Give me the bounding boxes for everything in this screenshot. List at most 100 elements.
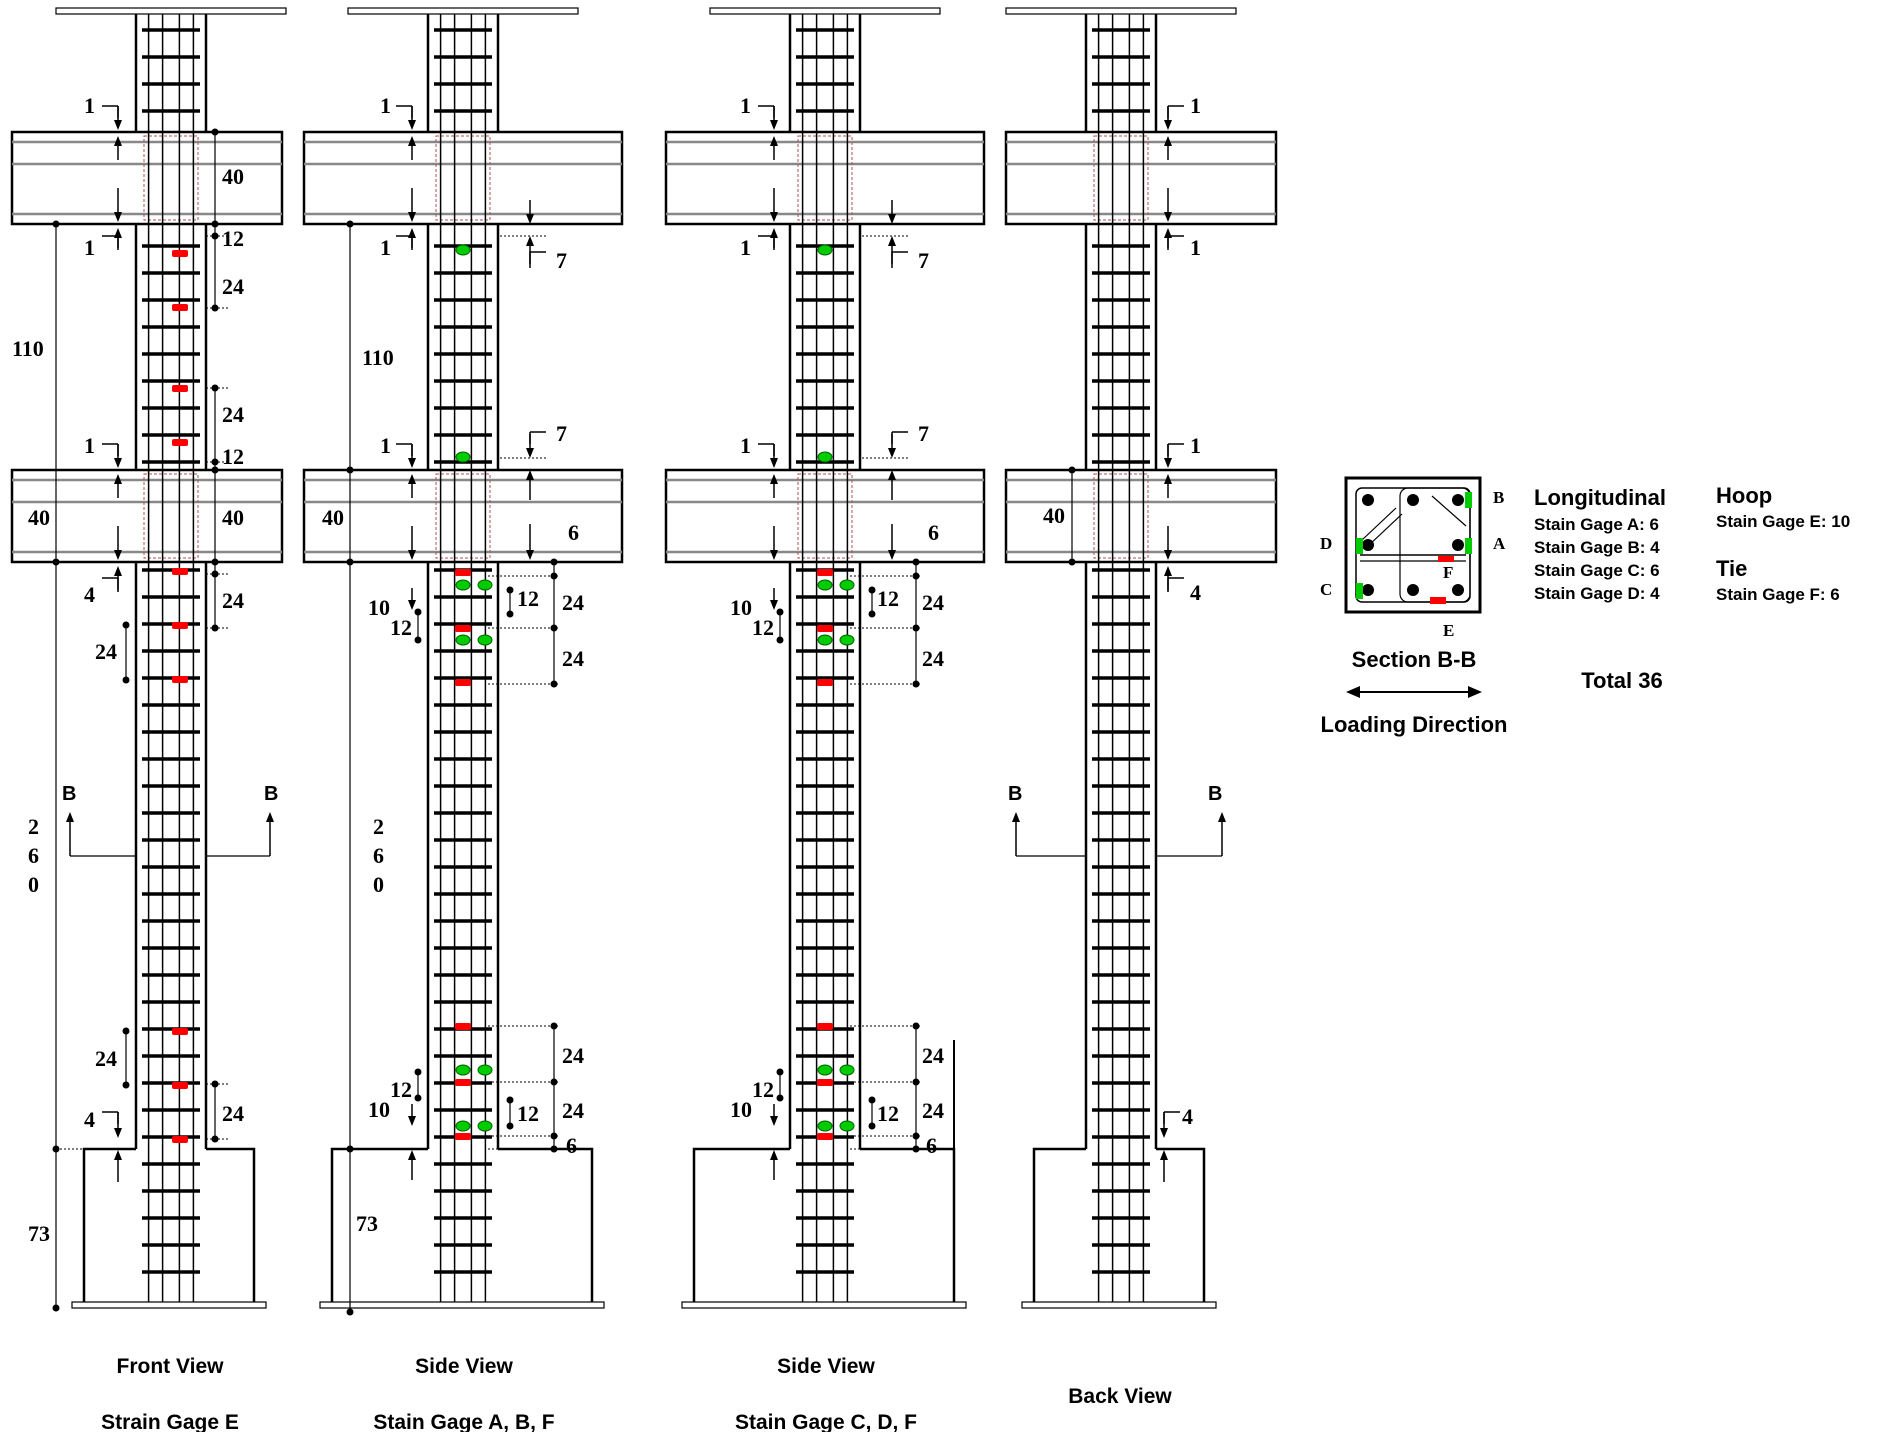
strain-gage-green <box>477 1064 493 1076</box>
side-cover-arrow-up-head <box>408 1150 416 1160</box>
section-label-E: E <box>1443 621 1454 640</box>
side-cover-arrow-head <box>408 458 416 468</box>
side1-dim12-label: 12 <box>390 615 412 640</box>
front-beam-depth-label: 40 <box>222 164 244 189</box>
joint-detail <box>1093 135 1149 221</box>
side2-dim6-label: 6 <box>928 520 939 545</box>
side2-dim10-label: 10 <box>730 595 752 620</box>
side1-spacing24-c-label: 24 <box>562 1043 584 1068</box>
front-gap12-b-label: 12 <box>222 444 244 469</box>
section-arrow-right-head <box>266 812 274 822</box>
top-plate <box>1005 7 1237 15</box>
dim-node <box>52 1304 60 1312</box>
legend-hoop-item: Stain Gage E: 10 <box>1716 512 1850 531</box>
front-cover-arrow-up-head <box>114 566 122 576</box>
side-view-1-title: Side View <box>415 1355 513 1378</box>
side-dim10-arrow-head <box>770 600 778 610</box>
side-dim7-arrow-up-head <box>888 470 896 480</box>
joint-detail <box>143 135 199 221</box>
section-tie-hook <box>1367 513 1403 547</box>
front-cover-arrow-head <box>114 1128 122 1138</box>
dim-node <box>506 1096 514 1104</box>
footing-outline <box>692 1147 956 1302</box>
side-cover-arrow-head <box>408 212 416 222</box>
beam-outline <box>664 130 986 226</box>
strain-gage-green <box>839 634 855 646</box>
side2-dim6-b-label: 6 <box>926 1133 937 1158</box>
dim-node <box>506 586 514 594</box>
strain-gage-green <box>817 451 833 463</box>
beam-outline <box>1004 130 1278 226</box>
strain-gage-red <box>455 679 471 686</box>
side-dim7-arrow-up-head <box>526 470 534 480</box>
side-dim7-arrow-up-head <box>888 236 896 246</box>
front-bottom-cover-label: 1 <box>84 235 95 260</box>
dim-node <box>776 636 784 644</box>
back-cover-arrow-up-head <box>1160 1150 1168 1160</box>
beam-outline <box>10 130 284 226</box>
joint-detail <box>143 473 199 559</box>
side1-spacing24-d-label: 24 <box>562 1098 584 1123</box>
dimension-labels: 1 1 40 12 24 110 24 12 1 40 40 4 24 24 2… <box>12 93 1850 1432</box>
front-view-subtitle: Strain Gage E <box>101 1411 239 1432</box>
dim-node <box>776 1094 784 1102</box>
dim-node <box>868 586 876 594</box>
footing-outline <box>1032 1147 1206 1302</box>
back-cover-arrow-head <box>1160 1128 1168 1138</box>
front-gap12-label: 12 <box>222 226 244 251</box>
section-gage-A <box>1465 538 1472 554</box>
back-cover-arrow-up-head <box>1164 136 1172 146</box>
side2-dim7-label: 7 <box>918 248 929 273</box>
legend-tie-title: Tie <box>1716 556 1747 581</box>
section-label-B: B <box>1493 488 1504 507</box>
side1-beam-depth-label: 40 <box>322 505 344 530</box>
side1-dim12-d-label: 12 <box>517 1101 539 1126</box>
front-base-height-label: 73 <box>28 1221 50 1246</box>
strain-gage-green <box>817 579 833 591</box>
side-dim10-arrow-head <box>408 1116 416 1126</box>
strain-gage-green <box>455 579 471 591</box>
section-gage-D <box>1356 538 1363 554</box>
legend-longitudinal-item: Stain Gage C: 6 <box>1534 561 1660 580</box>
strain-gage-red <box>455 1023 471 1030</box>
legend-longitudinal-item: Stain Gage D: 4 <box>1534 584 1660 603</box>
base-plate <box>1021 1301 1217 1309</box>
strain-gage-red <box>172 622 188 629</box>
front-cover-arrow-head <box>114 120 122 130</box>
strain-gage-green <box>455 1064 471 1076</box>
front-clear-height-label: 110 <box>12 336 44 361</box>
back-cover-arrow-head <box>1164 458 1172 468</box>
side2-dim12-d-label: 12 <box>877 1101 899 1126</box>
top-plate <box>347 7 579 15</box>
footing-outline <box>82 1147 256 1302</box>
front-cover-arrow-up-head <box>114 1150 122 1160</box>
strain-gage-green <box>477 579 493 591</box>
joint-detail <box>797 135 853 221</box>
side1-dim12-b-label: 12 <box>517 586 539 611</box>
section-longitudinal-bar <box>1407 494 1419 506</box>
section-longitudinal-bar <box>1407 584 1419 596</box>
base-plate <box>71 1301 267 1309</box>
strain-gage-red <box>172 1028 188 1035</box>
strain-gage-green <box>839 1120 855 1132</box>
side2-spacing24-a-label: 24 <box>922 590 944 615</box>
side-dim7-arrow-head <box>888 448 896 458</box>
strain-gage-green <box>455 451 471 463</box>
side2-spacing24-b-label: 24 <box>922 646 944 671</box>
beam-outline <box>302 130 624 226</box>
loading-arrow-head-right <box>1468 686 1482 698</box>
section-label-C: C <box>1320 580 1332 599</box>
front-spacing24-a-label: 24 <box>222 274 244 299</box>
strain-gage-red <box>172 385 188 392</box>
side-view-2-subtitle: Stain Gage C, D, F <box>735 1411 917 1432</box>
strain-gage-red <box>817 1023 833 1030</box>
section-gage-B <box>1465 492 1472 508</box>
section-longitudinal-bar <box>1452 494 1464 506</box>
side1-base-height-label: 73 <box>356 1211 378 1236</box>
section-longitudinal-bar <box>1452 584 1464 596</box>
side-dim7-arrow-head <box>888 214 896 224</box>
dim-node <box>346 1308 354 1316</box>
strain-gage-red <box>455 1133 471 1140</box>
strain-gage-red <box>172 568 188 575</box>
